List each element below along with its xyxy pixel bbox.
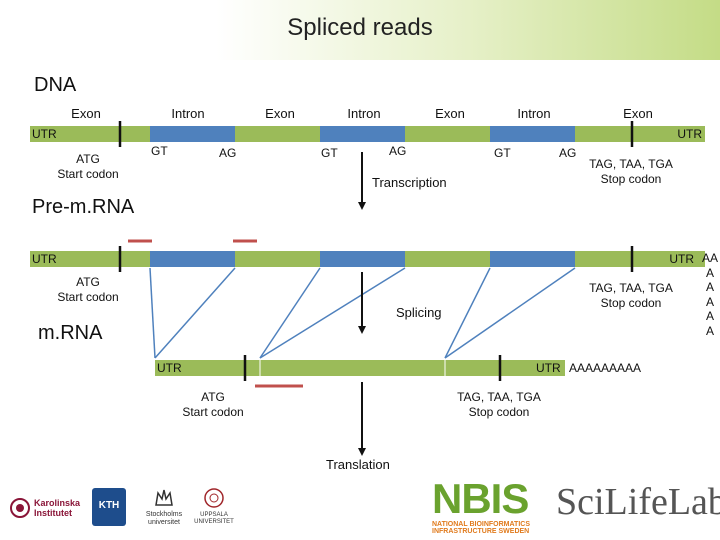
pre-mrna-exon-3 xyxy=(405,251,490,267)
connector-exon2-end xyxy=(259,267,321,359)
poly-a-line: AA xyxy=(701,251,718,265)
pre-mrna-backbone xyxy=(30,251,705,267)
dna-ag-1: AG xyxy=(219,146,237,160)
dna-stop-codon-label-2: Stop codon xyxy=(600,172,662,186)
karolinska-emblem-icon xyxy=(10,498,30,518)
title-bar xyxy=(0,0,720,60)
dna-exon-4 xyxy=(575,126,705,142)
dna-label-intron-1: Intron xyxy=(171,106,205,121)
connector-exon3-start xyxy=(259,267,406,359)
connector-exon3-end xyxy=(444,267,491,359)
pre-mrna-stop-codon-label-1: TAG, TAA, TGA xyxy=(589,281,673,295)
dna-exon-2 xyxy=(235,126,320,142)
uppsala-wordmark-1: UPPSALA xyxy=(200,512,228,518)
mrna-stop-codon-label-1: TAG, TAA, TGA xyxy=(457,390,541,404)
section-pre-mrna: Pre-m.RNA xyxy=(32,196,135,218)
pre-mrna-start-codon-label-1: ATG xyxy=(76,275,100,289)
slide-title: Spliced reads xyxy=(287,14,433,41)
pre-mrna-strand xyxy=(30,246,705,272)
uppsala-seal-icon xyxy=(204,488,224,508)
dna-strand xyxy=(30,121,705,147)
kth-logo: KTH xyxy=(92,488,126,526)
splicing-connectors xyxy=(149,267,576,359)
section-dna: DNA xyxy=(34,74,77,96)
uppsala-wordmark-2: UNIVERSITET xyxy=(194,519,234,525)
mrna-start-codon-label-2: Start codon xyxy=(182,405,244,419)
dna-label-intron-2: Intron xyxy=(347,106,381,121)
dna-ag-2: AG xyxy=(389,144,407,158)
kth-wordmark: KTH xyxy=(98,500,120,511)
dna-utr-left: UTR xyxy=(32,127,57,141)
mrna-utr-right: UTR xyxy=(536,361,561,375)
mrna-strand xyxy=(155,355,565,381)
pre-mrna-exon-4 xyxy=(575,251,705,267)
dna-gt-2: GT xyxy=(321,146,338,160)
pre-mrna-exon-2 xyxy=(235,251,320,267)
poly-a-line: A xyxy=(705,309,714,324)
dna-backbone xyxy=(30,126,705,142)
translation-label: Translation xyxy=(326,457,390,472)
karolinska-wordmark-2: Institutet xyxy=(34,508,72,518)
dna-start-codon-label-2: Start codon xyxy=(57,167,119,181)
karolinska-logo: Karolinska Institutet xyxy=(10,490,88,530)
stockholm-university-logo: Stockholms universitet xyxy=(136,487,192,529)
stockholm-wordmark-1: Stockholms xyxy=(145,511,183,518)
karolinska-wordmark-1: Karolinska xyxy=(34,498,81,508)
uppsala-university-logo: UPPSALA UNIVERSITET xyxy=(192,487,236,529)
mrna-poly-a-tail: AAAAAAAAA xyxy=(569,361,642,375)
pre-mrna-stop-codon-label-2: Stop codon xyxy=(600,296,662,310)
poly-a-line: A xyxy=(705,323,714,338)
dna-gt-3: GT xyxy=(494,146,511,160)
dna-ag-3: AG xyxy=(559,146,577,160)
section-mrna: m.RNA xyxy=(38,322,103,344)
dna-label-exon-2: Exon xyxy=(265,106,295,121)
transcription-label: Transcription xyxy=(372,175,447,190)
dna-label-exon-4: Exon xyxy=(623,106,653,121)
pre-mrna-poly-a-tail: AA A A A A A xyxy=(700,251,720,339)
dna-utr-right: UTR xyxy=(677,127,702,141)
nbis-subtitle-1: NATIONAL BIOINFORMATICS xyxy=(432,521,530,528)
dna-exon-3 xyxy=(405,126,490,142)
dna-gt-1: GT xyxy=(151,144,168,158)
dna-label-exon-3: Exon xyxy=(435,106,465,121)
pre-mrna-utr-right: UTR xyxy=(669,252,694,266)
mrna-backbone xyxy=(155,360,565,376)
pre-mrna-utr-left: UTR xyxy=(32,252,57,266)
nbis-subtitle-2: INFRASTRUCTURE SWEDEN xyxy=(432,528,530,535)
connector-exon1-end xyxy=(149,267,156,359)
mrna-utr-left: UTR xyxy=(157,361,182,375)
stockholm-wordmark-2: universitet xyxy=(148,519,180,526)
nbis-logo: NBIS NATIONAL BIOINFORMATICS INFRASTRUCT… xyxy=(432,475,542,537)
dna-label-intron-3: Intron xyxy=(517,106,551,121)
poly-a-line: A xyxy=(705,294,714,309)
scilifelab-logo: SciLifeLab xyxy=(556,481,720,523)
dna-stop-codon-label-1: TAG, TAA, TGA xyxy=(589,157,673,171)
mrna-start-codon-label-1: ATG xyxy=(201,390,225,404)
dna-start-codon-label-1: ATG xyxy=(76,152,100,166)
splicing-label: Splicing xyxy=(396,305,442,320)
stockholm-crown-icon xyxy=(155,489,173,506)
nbis-wordmark: NBIS xyxy=(432,475,529,522)
dna-label-exon-1: Exon xyxy=(71,106,101,121)
mrna-stop-codon-label-2: Stop codon xyxy=(468,405,530,419)
connector-exon2-start xyxy=(154,267,236,359)
connector-exon4-start xyxy=(444,267,576,359)
poly-a-line: A xyxy=(705,280,714,295)
poly-a-line: A xyxy=(705,265,714,280)
pre-mrna-start-codon-label-2: Start codon xyxy=(57,290,119,304)
